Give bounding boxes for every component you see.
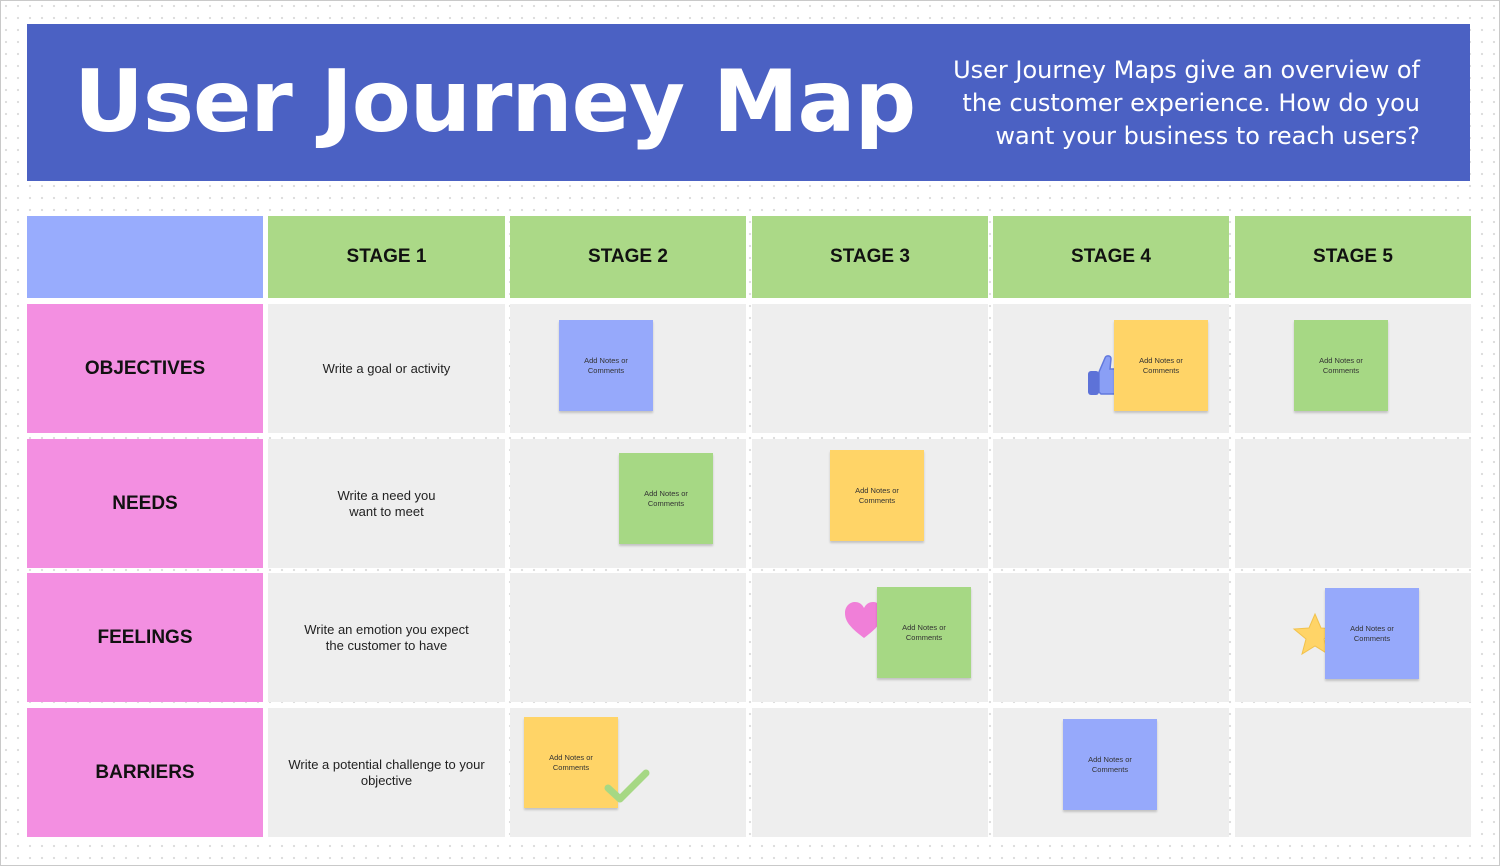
row-header-objectives[interactable]: OBJECTIVES: [27, 304, 263, 433]
sticky-note-objectives-stage4[interactable]: Add Notes or Comments: [1114, 320, 1208, 411]
sticky-note-objectives-stage5[interactable]: Add Notes or Comments: [1294, 320, 1388, 411]
cell-feelings-stage4[interactable]: [993, 573, 1229, 702]
cell-barriers-stage3[interactable]: [752, 708, 988, 837]
cell-barriers-stage5[interactable]: [1235, 708, 1471, 837]
row-header-needs[interactable]: NEEDS: [27, 439, 263, 568]
cell-needs-stage5[interactable]: [1235, 439, 1471, 568]
sticky-note-feelings-stage3[interactable]: Add Notes or Comments: [877, 587, 971, 678]
sticky-note-needs-stage3[interactable]: Add Notes or Comments: [830, 450, 924, 541]
stage-header-4[interactable]: STAGE 4: [993, 216, 1229, 298]
cell-objectives-stage3[interactable]: [752, 304, 988, 433]
page-description: User Journey Maps give an overview of th…: [953, 56, 1420, 150]
stage-header-2[interactable]: STAGE 2: [510, 216, 746, 298]
header-banner: User Journey Map User Journey Maps give …: [27, 24, 1470, 181]
cell-needs-stage4[interactable]: [993, 439, 1229, 568]
sticky-note-needs-stage2[interactable]: Add Notes or Comments: [619, 453, 713, 544]
stage-header-1[interactable]: STAGE 1: [268, 216, 505, 298]
row-header-barriers[interactable]: BARRIERS: [27, 708, 263, 837]
cell-feelings-stage2[interactable]: [510, 573, 746, 702]
checkmark-icon[interactable]: [604, 768, 650, 804]
stage-header-5[interactable]: STAGE 5: [1235, 216, 1471, 298]
prompt-needs[interactable]: Write a need you want to meet: [268, 439, 505, 568]
prompt-feelings[interactable]: Write an emotion you expect the customer…: [268, 573, 505, 702]
prompt-objectives[interactable]: Write a goal or activity: [268, 304, 505, 433]
corner-cell: [27, 216, 263, 298]
sticky-note-objectives-stage2[interactable]: Add Notes or Comments: [559, 320, 653, 411]
stage-header-3[interactable]: STAGE 3: [752, 216, 988, 298]
prompt-barriers[interactable]: Write a potential challenge to your obje…: [268, 708, 505, 837]
sticky-note-barriers-stage4[interactable]: Add Notes or Comments: [1063, 719, 1157, 810]
page-title: User Journey Map: [74, 52, 916, 152]
sticky-note-barriers-stage2[interactable]: Add Notes or Comments: [524, 717, 618, 808]
sticky-note-feelings-stage5[interactable]: Add Notes or Comments: [1325, 588, 1419, 679]
heart-icon[interactable]: [843, 600, 885, 640]
row-header-feelings[interactable]: FEELINGS: [27, 573, 263, 702]
